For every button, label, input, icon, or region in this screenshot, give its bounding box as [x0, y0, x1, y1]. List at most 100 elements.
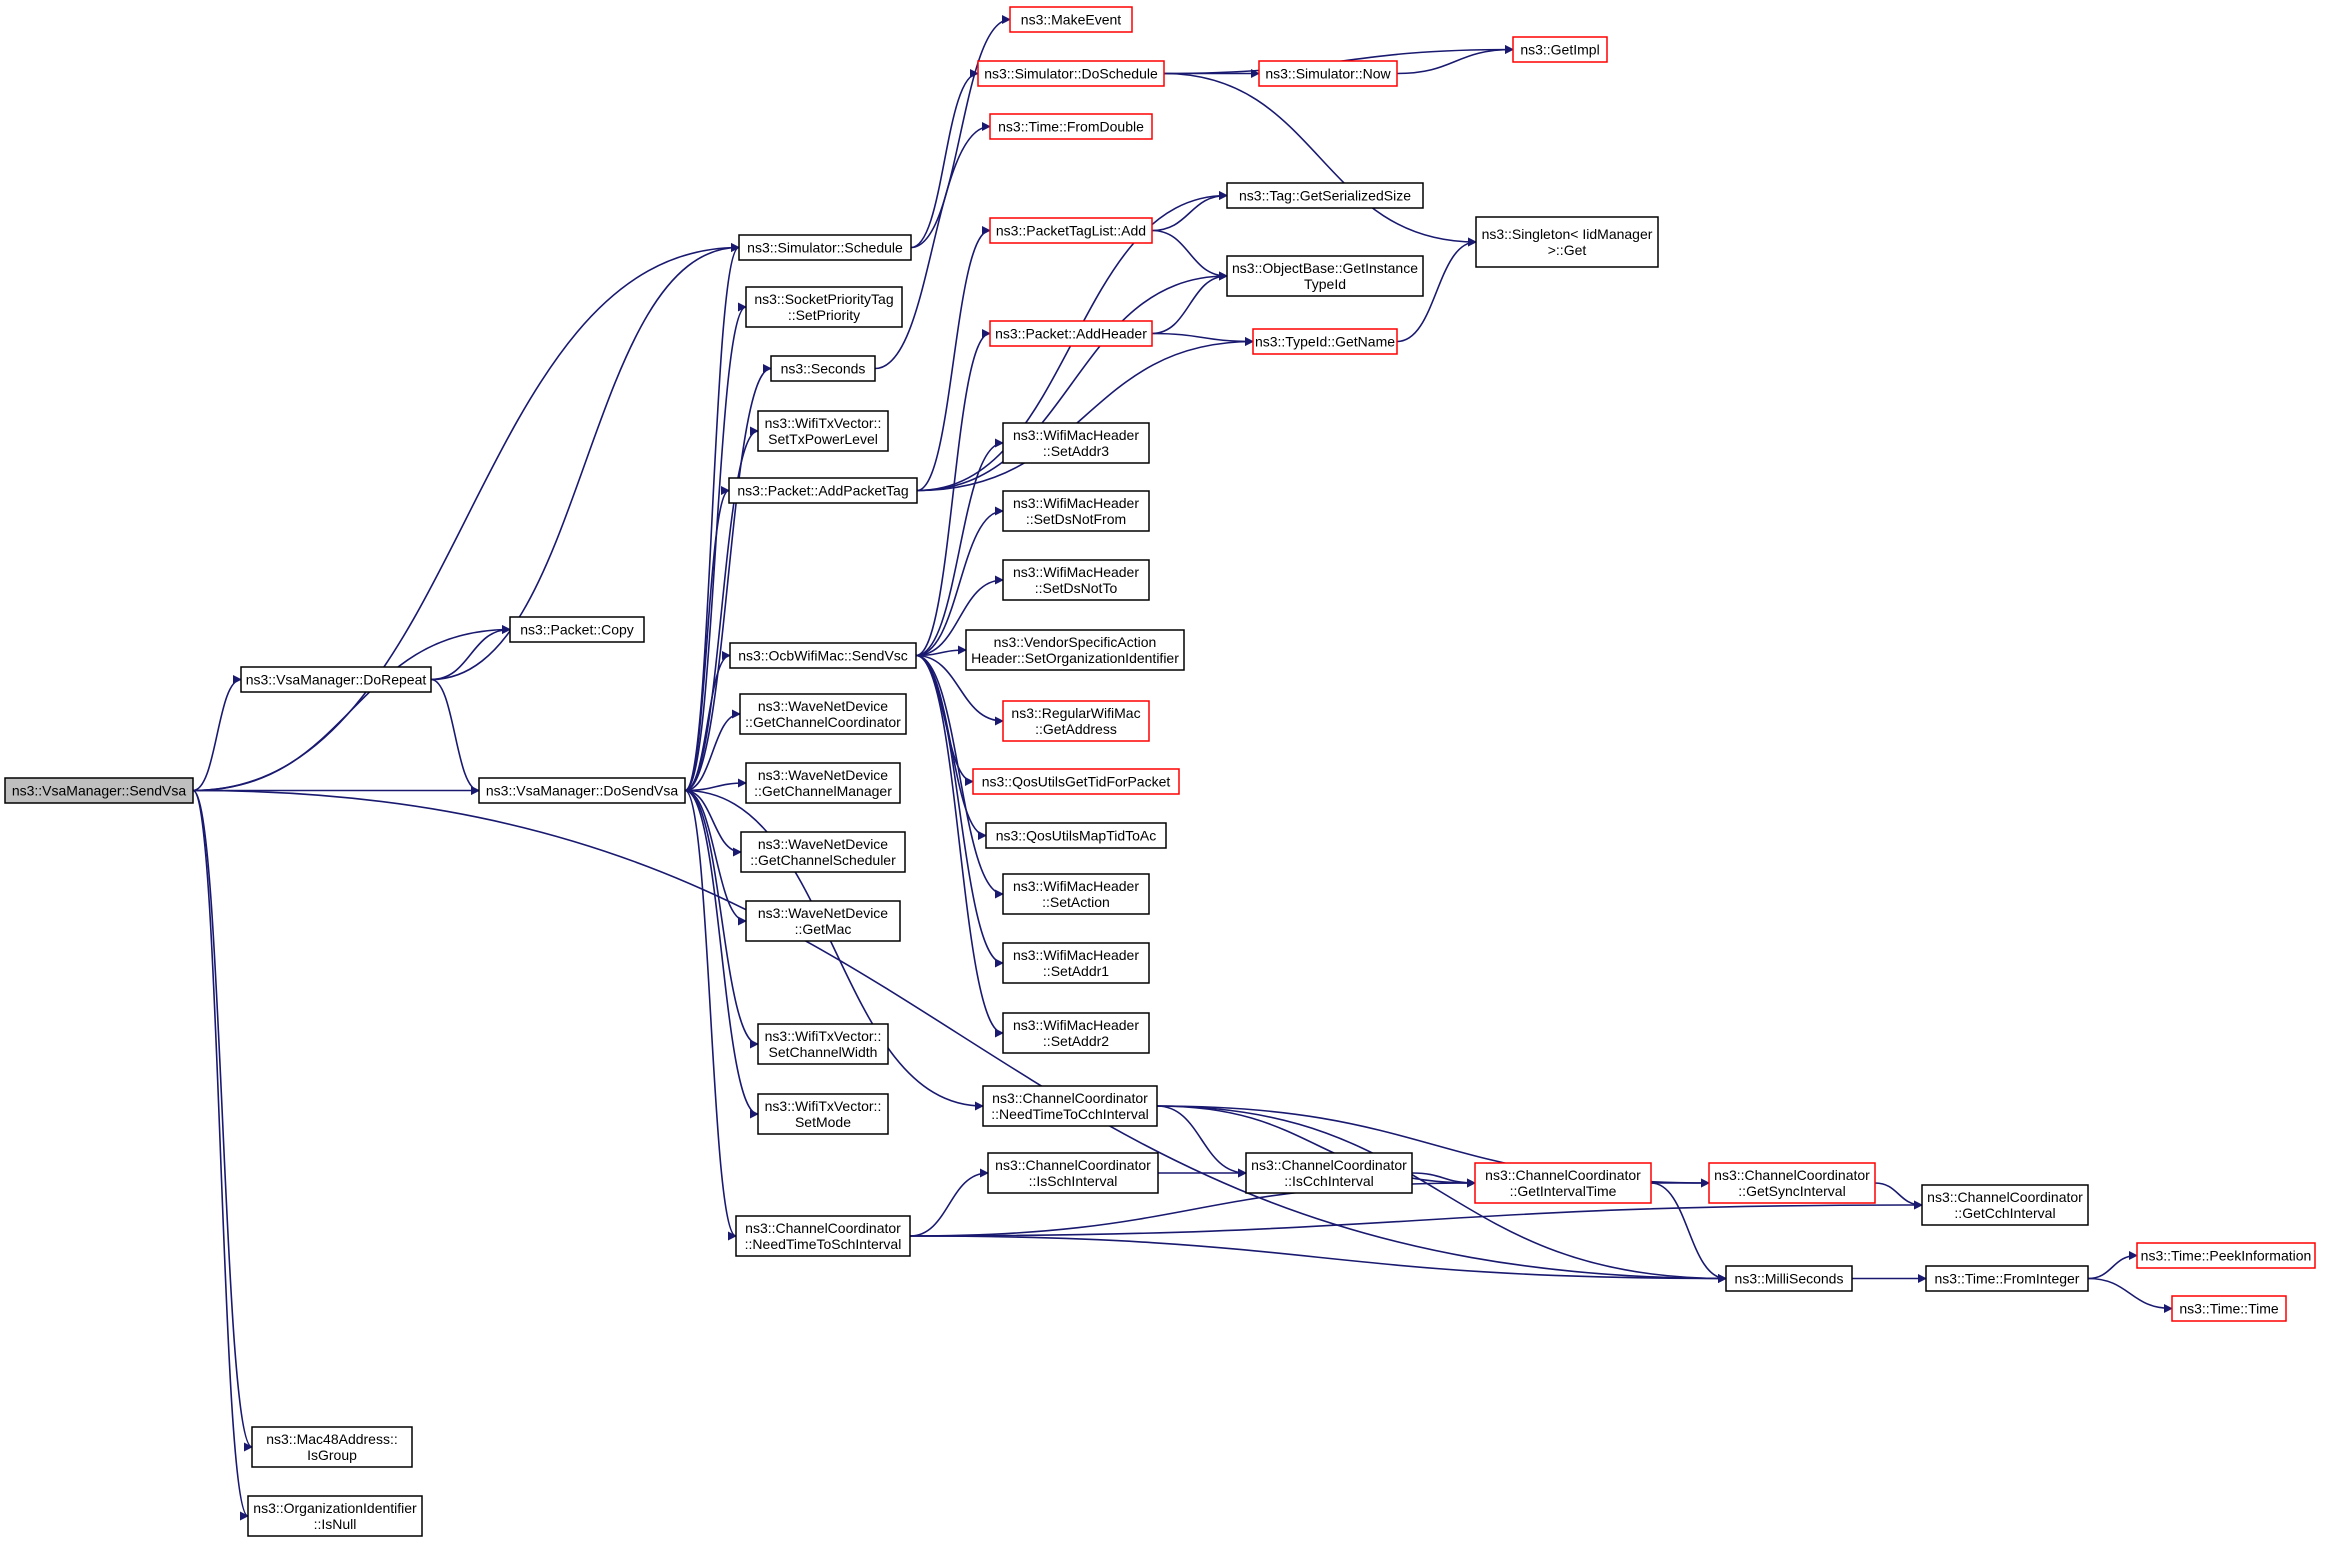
node-box-iscchint[interactable] [1245, 1152, 1413, 1194]
node-box-isschint[interactable] [987, 1152, 1159, 1194]
node-addpackettag[interactable]: ns3::Packet::AddPacketTag [728, 477, 918, 504]
node-setaddr2[interactable]: ns3::WifiMacHeader::SetAddr2 [1002, 1012, 1150, 1054]
node-singleton[interactable]: ns3::Singleton< IidManager>::Get [1475, 216, 1659, 268]
node-fromdouble[interactable]: ns3::Time::FromDouble [989, 113, 1153, 140]
node-getimpl[interactable]: ns3::GetImpl [1512, 36, 1608, 63]
node-milliseconds[interactable]: ns3::MilliSeconds [1725, 1265, 1853, 1292]
node-box-getsyncint[interactable] [1708, 1162, 1876, 1204]
node-sendvsa[interactable]: ns3::VsaManager::SendVsa [4, 777, 194, 804]
node-box-setaddr1[interactable] [1002, 942, 1150, 984]
node-box-getchmgr[interactable] [745, 762, 901, 804]
node-box-setaction[interactable] [1002, 873, 1150, 915]
node-peekinfo[interactable]: ns3::Time::PeekInformation [2136, 1242, 2316, 1269]
node-box-addheader[interactable] [989, 320, 1153, 347]
node-needcch[interactable]: ns3::ChannelCoordinator::NeedTimeToCchIn… [982, 1085, 1158, 1127]
node-setdsnotfrom[interactable]: ns3::WifiMacHeader::SetDsNotFrom [1002, 490, 1150, 532]
node-setdsnotto[interactable]: ns3::WifiMacHeader::SetDsNotTo [1002, 559, 1150, 601]
node-box-getimpl[interactable] [1512, 36, 1608, 63]
node-box-getserialized[interactable] [1226, 182, 1424, 209]
node-box-timetime[interactable] [2171, 1295, 2287, 1322]
node-box-qostid[interactable] [972, 768, 1180, 795]
node-box-getcchint[interactable] [1921, 1184, 2089, 1226]
node-box-setmode[interactable] [757, 1093, 889, 1135]
node-setaddr3[interactable]: ns3::WifiMacHeader::SetAddr3 [1002, 422, 1150, 464]
node-setpriority[interactable]: ns3::SocketPriorityTag::SetPriority [745, 286, 903, 328]
node-settxpower[interactable]: ns3::WifiTxVector::SetTxPowerLevel [757, 410, 889, 452]
node-box-dorepeat[interactable] [240, 666, 432, 693]
node-frominteger[interactable]: ns3::Time::FromInteger [1925, 1265, 2089, 1292]
node-box-getchsched[interactable] [740, 831, 906, 873]
node-simnow[interactable]: ns3::Simulator::Now [1258, 60, 1398, 87]
node-box-tagadd[interactable] [989, 217, 1153, 244]
node-getcchint[interactable]: ns3::ChannelCoordinator::GetCchInterval [1921, 1184, 2089, 1226]
node-makeevent[interactable]: ns3::MakeEvent [1009, 6, 1133, 33]
node-box-milliseconds[interactable] [1725, 1265, 1853, 1292]
node-typeidname[interactable]: ns3::TypeId::GetName [1252, 328, 1398, 355]
node-iscchint[interactable]: ns3::ChannelCoordinator::IsCchInterval [1245, 1152, 1413, 1194]
node-getchsched[interactable]: ns3::WaveNetDevice::GetChannelScheduler [740, 831, 906, 873]
node-seconds[interactable]: ns3::Seconds [770, 355, 876, 382]
node-box-frominteger[interactable] [1925, 1265, 2089, 1292]
node-box-doschedule[interactable] [977, 60, 1165, 87]
node-box-isgroup[interactable] [251, 1426, 413, 1468]
node-box-isnull[interactable] [247, 1495, 423, 1537]
node-box-getaddress[interactable] [1002, 700, 1150, 742]
node-box-settxpower[interactable] [757, 410, 889, 452]
node-box-vsaheader[interactable] [965, 629, 1185, 671]
node-addheader[interactable]: ns3::Packet::AddHeader [989, 320, 1153, 347]
node-box-getinstancetid[interactable] [1226, 255, 1424, 297]
node-setchwidth[interactable]: ns3::WifiTxVector::SetChannelWidth [757, 1023, 889, 1065]
node-box-sendvsa[interactable] [4, 777, 194, 804]
node-box-getinttime[interactable] [1474, 1162, 1652, 1204]
node-box-fromdouble[interactable] [989, 113, 1153, 140]
node-getchmgr[interactable]: ns3::WaveNetDevice::GetChannelManager [745, 762, 901, 804]
node-isgroup[interactable]: ns3::Mac48Address::IsGroup [251, 1426, 413, 1468]
node-box-needcch[interactable] [982, 1085, 1158, 1127]
node-box-addpackettag[interactable] [728, 477, 918, 504]
node-setaction[interactable]: ns3::WifiMacHeader::SetAction [1002, 873, 1150, 915]
node-box-setdsnotfrom[interactable] [1002, 490, 1150, 532]
node-box-setaddr2[interactable] [1002, 1012, 1150, 1054]
node-dorepeat[interactable]: ns3::VsaManager::DoRepeat [240, 666, 432, 693]
node-getchcoord[interactable]: ns3::WaveNetDevice::GetChannelCoordinato… [739, 693, 907, 735]
node-box-needsch[interactable] [735, 1215, 911, 1257]
node-needsch[interactable]: ns3::ChannelCoordinator::NeedTimeToSchIn… [735, 1215, 911, 1257]
node-box-setchwidth[interactable] [757, 1023, 889, 1065]
node-sendvsc[interactable]: ns3::OcbWifiMac::SendVsc [729, 642, 917, 669]
node-box-seconds[interactable] [770, 355, 876, 382]
node-tagadd[interactable]: ns3::PacketTagList::Add [989, 217, 1153, 244]
node-box-setdsnotto[interactable] [1002, 559, 1150, 601]
node-box-simnow[interactable] [1258, 60, 1398, 87]
node-isnull[interactable]: ns3::OrganizationIdentifier::IsNull [247, 1495, 423, 1537]
node-getserialized[interactable]: ns3::Tag::GetSerializedSize [1226, 182, 1424, 209]
node-box-schedule[interactable] [738, 234, 912, 261]
node-getmac[interactable]: ns3::WaveNetDevice::GetMac [745, 900, 901, 942]
node-box-peekinfo[interactable] [2136, 1242, 2316, 1269]
node-getinttime[interactable]: ns3::ChannelCoordinator::GetIntervalTime [1474, 1162, 1652, 1204]
node-box-dosendvsa[interactable] [478, 777, 686, 804]
node-box-qosmap[interactable] [985, 822, 1167, 849]
node-schedule[interactable]: ns3::Simulator::Schedule [738, 234, 912, 261]
node-isschint[interactable]: ns3::ChannelCoordinator::IsSchInterval [987, 1152, 1159, 1194]
node-pktcopy[interactable]: ns3::Packet::Copy [509, 616, 645, 643]
node-box-typeidname[interactable] [1252, 328, 1398, 355]
node-timetime[interactable]: ns3::Time::Time [2171, 1295, 2287, 1322]
node-box-setaddr3[interactable] [1002, 422, 1150, 464]
node-setaddr1[interactable]: ns3::WifiMacHeader::SetAddr1 [1002, 942, 1150, 984]
node-box-singleton[interactable] [1475, 216, 1659, 268]
node-box-sendvsc[interactable] [729, 642, 917, 669]
node-box-setpriority[interactable] [745, 286, 903, 328]
node-vsaheader[interactable]: ns3::VendorSpecificActionHeader::SetOrga… [965, 629, 1185, 671]
node-box-getmac[interactable] [745, 900, 901, 942]
node-box-pktcopy[interactable] [509, 616, 645, 643]
node-box-makeevent[interactable] [1009, 6, 1133, 33]
node-getaddress[interactable]: ns3::RegularWifiMac::GetAddress [1002, 700, 1150, 742]
node-dosendvsa[interactable]: ns3::VsaManager::DoSendVsa [478, 777, 686, 804]
node-box-getchcoord[interactable] [739, 693, 907, 735]
node-qosmap[interactable]: ns3::QosUtilsMapTidToAc [985, 822, 1167, 849]
node-qostid[interactable]: ns3::QosUtilsGetTidForPacket [972, 768, 1180, 795]
node-setmode[interactable]: ns3::WifiTxVector::SetMode [757, 1093, 889, 1135]
node-getsyncint[interactable]: ns3::ChannelCoordinator::GetSyncInterval [1708, 1162, 1876, 1204]
node-doschedule[interactable]: ns3::Simulator::DoSchedule [977, 60, 1165, 87]
